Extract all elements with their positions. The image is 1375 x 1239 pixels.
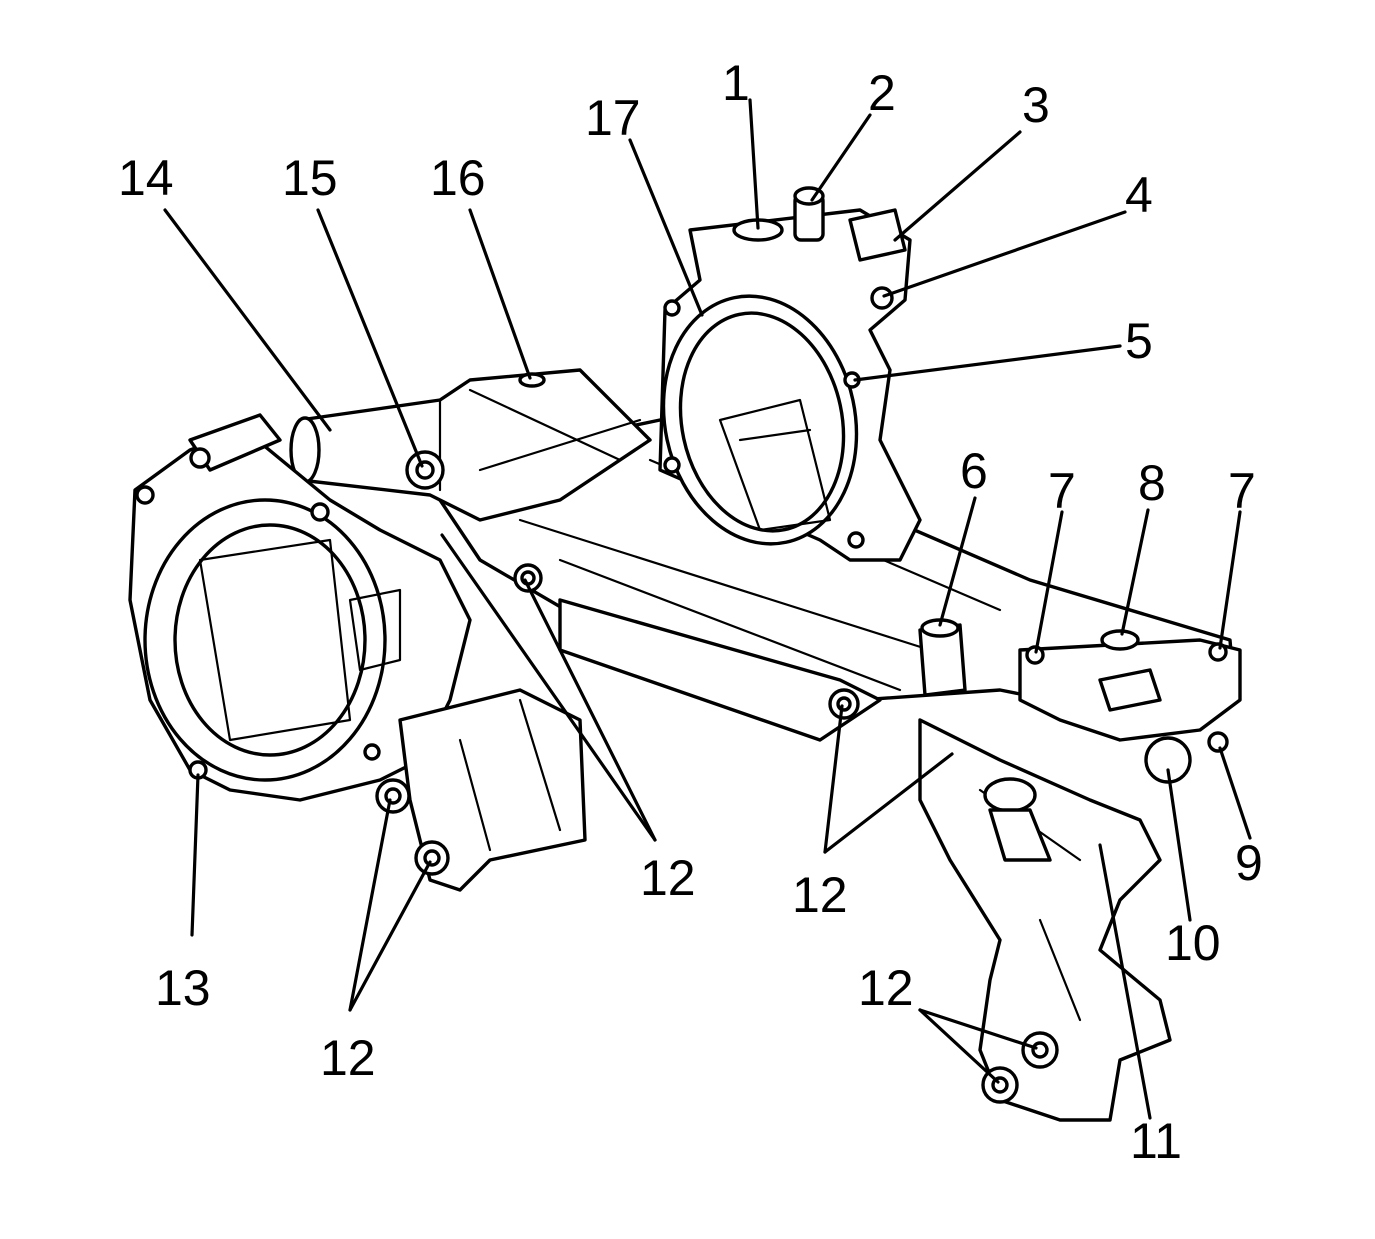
bolt-hole-4 bbox=[870, 286, 894, 310]
bracket-hole-7-a bbox=[1025, 645, 1045, 665]
leader-12b-1 bbox=[523, 578, 657, 842]
leader-7b bbox=[1218, 510, 1242, 650]
leader-12c-1 bbox=[823, 704, 844, 854]
callout-4: 4 bbox=[1125, 167, 1153, 223]
leader-7a bbox=[1034, 510, 1064, 654]
leader-14 bbox=[163, 208, 332, 432]
leader-3 bbox=[893, 130, 1022, 242]
leader-12d-1 bbox=[918, 1008, 1038, 1050]
callout-14: 14 bbox=[118, 150, 174, 206]
callout-8: 8 bbox=[1138, 455, 1166, 511]
callout-15: 15 bbox=[282, 150, 338, 206]
lower-right-arm bbox=[918, 718, 1172, 1122]
callout-6: 6 bbox=[960, 443, 988, 499]
leader-12d-2 bbox=[918, 1008, 1000, 1084]
callout-7b: 7 bbox=[1228, 463, 1256, 519]
leader-6 bbox=[938, 496, 977, 627]
leader-2 bbox=[810, 113, 872, 202]
leader-12a-2 bbox=[348, 860, 432, 1012]
callout-13: 13 bbox=[155, 960, 211, 1016]
bracket-hole-9 bbox=[1207, 731, 1229, 753]
callout-1: 1 bbox=[722, 55, 750, 111]
callout-7a: 7 bbox=[1048, 463, 1076, 519]
leader-10 bbox=[1166, 768, 1192, 922]
lower-left-block bbox=[398, 688, 587, 892]
callout-12c: 12 bbox=[792, 867, 848, 923]
leader-17 bbox=[628, 138, 704, 317]
leader-lines bbox=[163, 98, 1252, 1120]
callout-labels: 1 2 3 4 5 6 7 7 8 9 10 11 12 12 12 12 13… bbox=[118, 55, 1263, 1169]
leader-8 bbox=[1120, 508, 1150, 636]
bracket-hole-8 bbox=[1100, 629, 1140, 651]
callout-9: 9 bbox=[1235, 835, 1263, 891]
leader-9 bbox=[1218, 746, 1252, 840]
callout-3: 3 bbox=[1022, 77, 1050, 133]
bracket-hole-7-b bbox=[1208, 642, 1228, 662]
leader-13 bbox=[190, 773, 200, 937]
callout-2: 2 bbox=[868, 65, 896, 121]
callout-16: 16 bbox=[430, 150, 486, 206]
callout-5: 5 bbox=[1125, 313, 1153, 369]
callout-17: 17 bbox=[585, 90, 641, 146]
leader-5 bbox=[853, 344, 1122, 382]
leader-12c-2 bbox=[823, 752, 954, 854]
leader-12a-1 bbox=[348, 798, 392, 1012]
case-drawing bbox=[128, 186, 1242, 1122]
callout-11: 11 bbox=[1130, 1113, 1182, 1169]
leader-1 bbox=[748, 98, 760, 230]
arm-tube-port bbox=[983, 777, 1037, 813]
leader-4 bbox=[882, 210, 1127, 298]
upper-tube-assembly bbox=[298, 368, 652, 522]
center-flange-ring-inner bbox=[678, 311, 846, 533]
callout-12d: 12 bbox=[858, 960, 914, 1016]
leader-15 bbox=[316, 208, 424, 468]
callout-10: 10 bbox=[1165, 915, 1221, 971]
tube-top-port-16 bbox=[518, 372, 546, 388]
leader-12b-2 bbox=[440, 533, 657, 842]
bracket-boss-10 bbox=[1144, 736, 1192, 784]
leader-11 bbox=[1098, 843, 1152, 1120]
leader-16 bbox=[468, 208, 532, 380]
lower-frame bbox=[558, 598, 882, 742]
callout-12a: 12 bbox=[320, 1030, 376, 1086]
callout-12b: 12 bbox=[640, 850, 696, 906]
